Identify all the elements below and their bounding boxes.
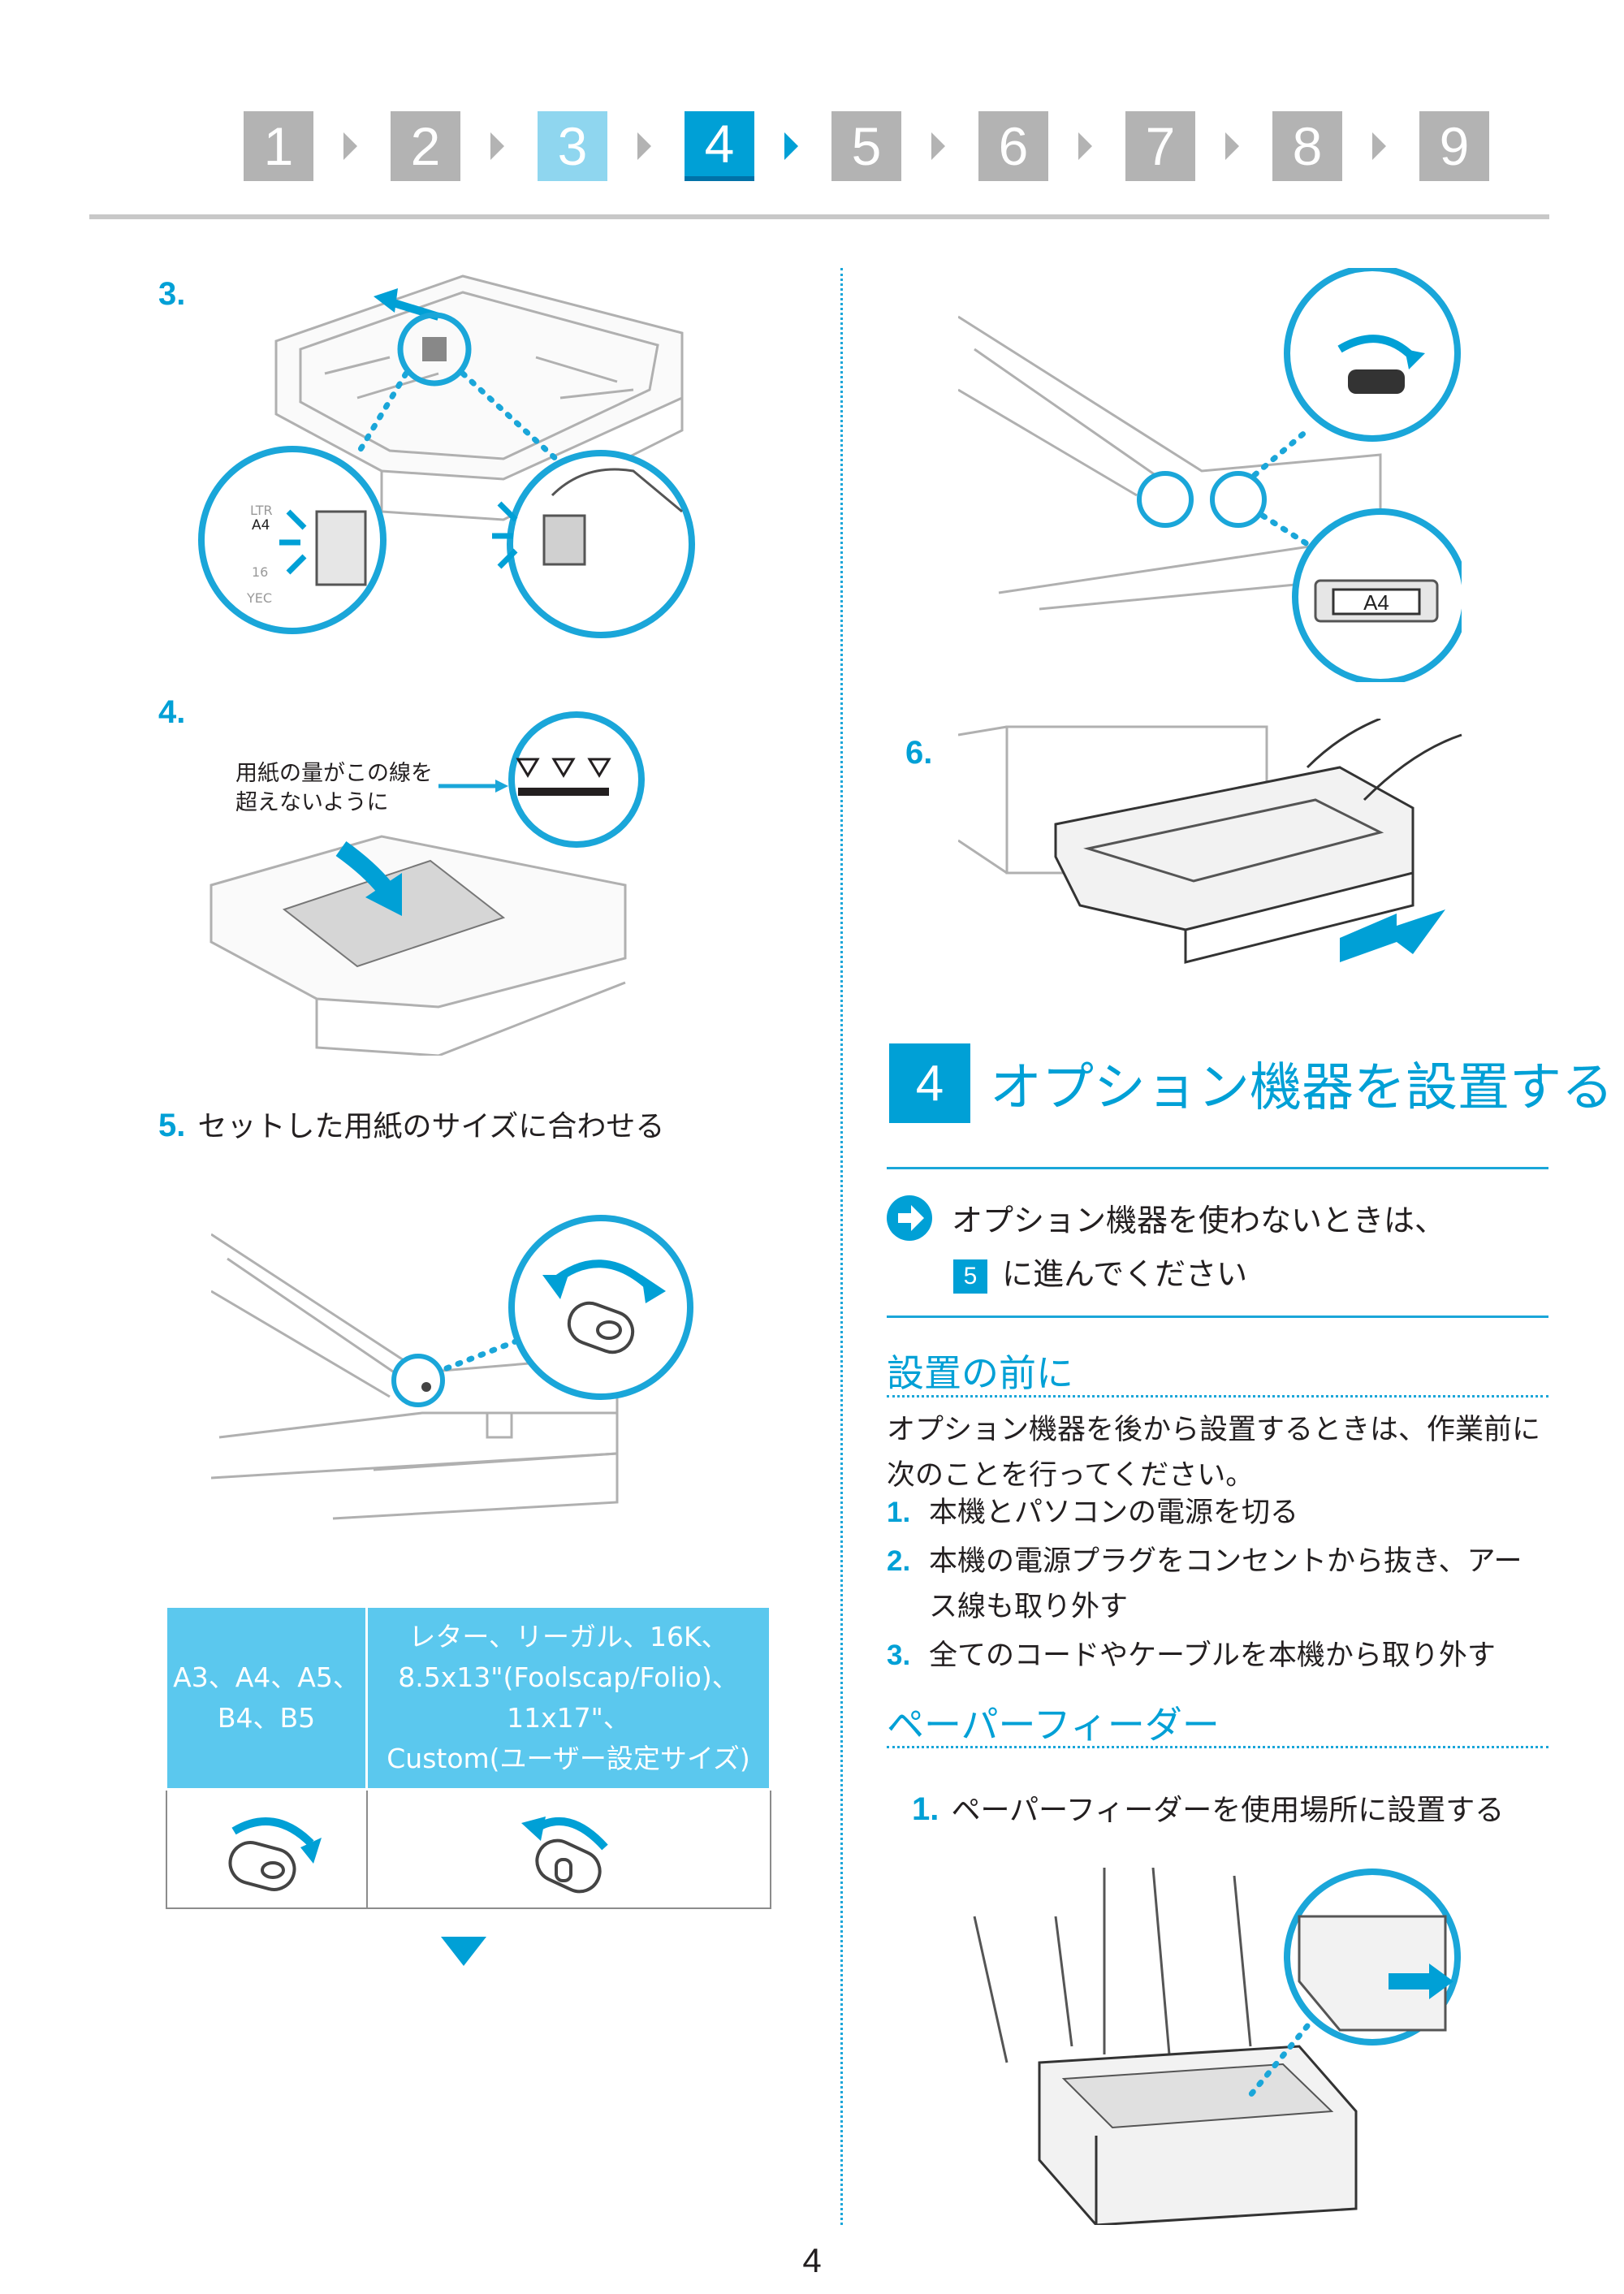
step5-check-illustration: A4	[958, 268, 1462, 682]
step4-caption: 用紙の量がこの線を 超えないように	[235, 759, 433, 818]
dial-cell-counterclockwise	[365, 1788, 771, 1909]
step-5-badge: 5	[953, 1259, 987, 1294]
section-title: オプション機器を設置する	[990, 1058, 1613, 1118]
dial-rotate-left-icon	[521, 1817, 608, 1894]
list-item-text-continued: ス線も取り外す	[929, 1591, 1129, 1623]
page-number: 4	[802, 2241, 822, 2279]
step-5-text: セットした用紙のサイズに合わせる	[197, 1110, 665, 1143]
step-7: 7	[1125, 111, 1195, 181]
section-number: 4	[889, 1043, 970, 1123]
step6-illustration	[958, 719, 1462, 964]
step-3: 3	[538, 111, 607, 181]
before-text-line2: 次のことを行ってください。	[887, 1459, 1255, 1492]
feeder-heading-rule	[887, 1746, 1548, 1748]
paper-feeder-illustration	[973, 1868, 1461, 2225]
step-6-number: 6.	[905, 735, 933, 771]
list-item-number: 1.	[887, 1497, 911, 1528]
step-arrow	[1225, 132, 1239, 160]
list-item: 2. 本機の電源プラグをコンセントから抜き、アー ス線も取り外す	[887, 1539, 1561, 1630]
label-ltr: LTR	[250, 503, 273, 518]
list-item-number: 2.	[887, 1545, 911, 1577]
label-a4: A4	[252, 517, 270, 534]
column-divider	[840, 268, 843, 2225]
step-8: 8	[1272, 111, 1342, 181]
step-4-current: 4	[685, 111, 754, 181]
step-arrow	[343, 132, 357, 160]
step5-illustration	[211, 1215, 693, 1520]
skip-note-line2: 5 に進んでください	[953, 1249, 1247, 1294]
feeder-step-1: 1. ペーパーフィーダーを使用場所に設置する	[912, 1786, 1504, 1829]
step-5: 5	[831, 111, 901, 181]
size-setting-table: A3、A4、A5、 B4、B5 レター、リーガル、16K、 8.5x13"(Fo…	[165, 1605, 771, 1909]
step4-illustration	[209, 711, 645, 1056]
before-heading-rule	[887, 1395, 1548, 1398]
step-2: 2	[391, 111, 460, 181]
list-item: 3. 全てのコードやケーブルを本機から取り外す	[887, 1633, 1561, 1678]
dial-cell-clockwise	[165, 1788, 368, 1909]
label-16: 16	[252, 564, 268, 580]
step4-caption-line1: 用紙の量がこの線を	[235, 761, 433, 786]
feeder-step-text: ペーパーフィーダーを使用場所に設置する	[951, 1794, 1505, 1827]
step-navigation: 1 2 3 4 5 6 7 8 9	[244, 110, 1489, 183]
step-arrow	[1078, 132, 1092, 160]
feeder-step-number: 1.	[912, 1791, 939, 1827]
step-6: 6	[978, 111, 1048, 181]
dial-rotate-right-icon	[228, 1817, 322, 1891]
a4-size-label: A4	[1363, 590, 1389, 615]
paper-feeder-heading: ペーパーフィーダー	[887, 1703, 1220, 1747]
before-text-line1: オプション機器を後から設置するときは、作業前に	[887, 1414, 1541, 1446]
step-arrow	[1372, 132, 1386, 160]
step-arrow	[490, 132, 504, 160]
section-rule	[887, 1167, 1548, 1169]
step-arrow	[931, 132, 945, 160]
arrow-right-circle-icon	[887, 1195, 932, 1241]
before-install-text: オプション機器を後から設置するときは、作業前に 次のことを行ってください。	[887, 1407, 1561, 1498]
section-4-heading: 4 オプション機器を設置する	[889, 1043, 1613, 1123]
step4-caption-line2: 超えないように	[235, 790, 389, 815]
skip-note-line2-text: に進んでください	[1002, 1256, 1248, 1292]
table-header-other-sizes: レター、リーガル、16K、 8.5x13"(Foolscap/Folio)、 1…	[365, 1605, 771, 1791]
list-item-text: 全てのコードやケーブルを本機から取り外す	[929, 1639, 1496, 1672]
step-3-number: 3.	[158, 276, 186, 312]
step-5-row: 5. セットした用紙のサイズに合わせる	[158, 1103, 664, 1145]
list-item-number: 3.	[887, 1639, 911, 1671]
before-install-heading: 設置の前に	[887, 1351, 1073, 1395]
step-4-number: 4.	[158, 694, 186, 730]
list-item-text: 本機とパソコンの電源を切る	[929, 1497, 1299, 1529]
before-install-list: 1. 本機とパソコンの電源を切る 2. 本機の電源プラグをコンセントから抜き、ア…	[887, 1490, 1561, 1678]
note-rule	[887, 1315, 1548, 1318]
continue-down-arrow-icon	[441, 1937, 486, 1966]
step-9: 9	[1419, 111, 1489, 181]
list-item-text: 本機の電源プラグをコンセントから抜き、アー	[929, 1545, 1522, 1578]
step-1: 1	[244, 111, 313, 181]
step-arrow	[637, 132, 651, 160]
label-yec: YEC	[246, 590, 272, 606]
step-arrow-current	[784, 132, 798, 160]
skip-note-line1: オプション機器を使わないときは、	[952, 1203, 1446, 1238]
header-rule	[89, 214, 1549, 219]
step-5-number: 5.	[158, 1108, 186, 1143]
step3-illustration: LTR A4 16 YEC	[198, 274, 695, 638]
table-header-a-b-sizes: A3、A4、A5、 B4、B5	[165, 1605, 368, 1791]
list-item: 1. 本機とパソコンの電源を切る	[887, 1490, 1561, 1536]
